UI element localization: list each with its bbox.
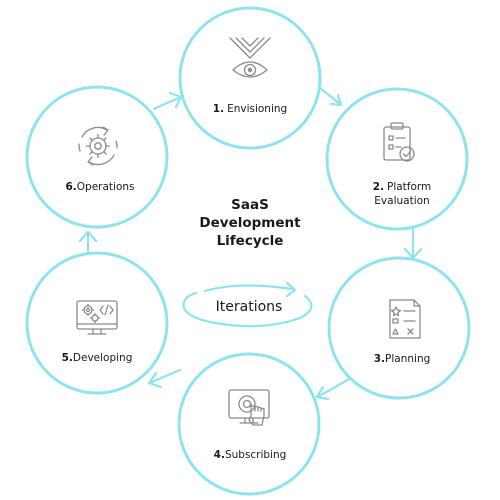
step-2-ring (325, 87, 469, 231)
arrow-6-to-1 (152, 91, 183, 111)
step-6-ring (25, 85, 169, 229)
title-line-3: Lifecycle (217, 233, 284, 249)
planning-sheet-icon (389, 299, 421, 339)
step-2-label-line2: Evaluation (374, 195, 429, 207)
step-3-ring (327, 256, 471, 400)
step-1-ring (178, 6, 322, 150)
monitor-code-gears-icon (76, 300, 118, 335)
iterations-loop: Iterations (182, 281, 313, 328)
step-6-label: 6.Operations (65, 181, 134, 193)
arrow-4-to-5 (147, 368, 182, 389)
eye-icon (229, 37, 271, 78)
step-3-label: 3.Planning (374, 353, 431, 365)
arrow-3-to-4 (315, 377, 351, 401)
gear-cycle-icon (78, 126, 118, 166)
clipboard-checklist-icon (383, 122, 415, 162)
step-1-label: 1.Envisioning (213, 103, 287, 115)
center-title: SaaS Development Lifecycle (199, 197, 301, 249)
step-5-ring (25, 251, 169, 395)
step-5-label: 5.Developing (62, 352, 133, 364)
title-line-1: SaaS (231, 197, 269, 213)
step-2-label: 2.Platform (373, 181, 432, 193)
title-line-2: Development (199, 215, 301, 231)
touch-screen-icon (228, 389, 270, 426)
iterations-label: Iterations (216, 299, 283, 315)
step-4-label: 4.Subscribing (214, 449, 287, 461)
step-4-ring (177, 352, 321, 496)
arrow-1-to-2 (318, 86, 343, 107)
